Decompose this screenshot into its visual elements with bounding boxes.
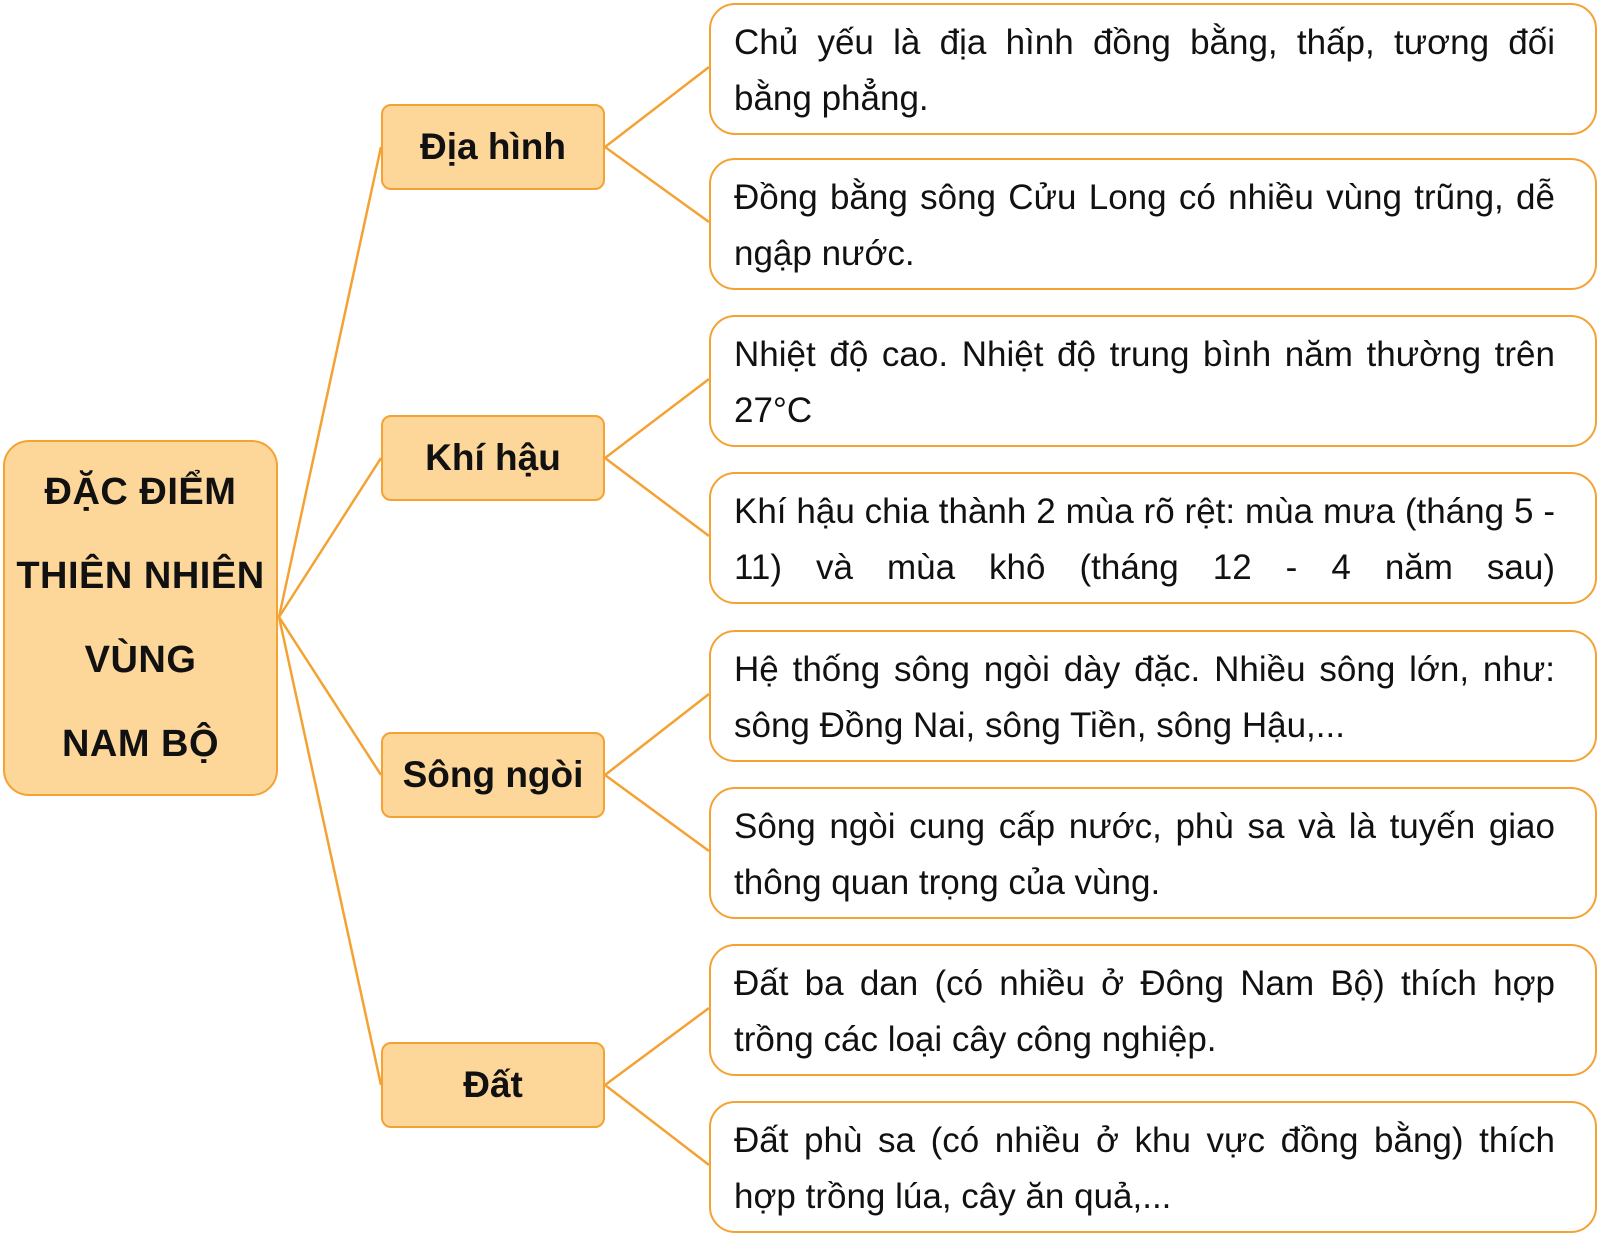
connector-khi-hau-detail-1	[604, 378, 710, 459]
root-node: ĐẶC ĐIỂM THIÊN NHIÊN VÙNG NAM BỘ	[3, 440, 278, 796]
connector-song-ngoi-detail-1	[604, 693, 710, 776]
detail-dia-hinh-1: Chủ yếu là địa hình đồng bằng, thấp, tươ…	[709, 3, 1597, 135]
connector-root-dat	[277, 616, 383, 1086]
detail-song-ngoi-1: Hệ thống sông ngòi dày đặc. Nhiều sông l…	[709, 630, 1597, 762]
connector-dia-hinh-detail-2	[604, 145, 710, 224]
root-title-line: NAM BỘ	[61, 723, 220, 765]
detail-text: Đất ba dan (có nhiều ở Đông Nam Bộ) thíc…	[734, 964, 1555, 1059]
detail-text: Khí hậu chia thành 2 mùa rõ rệt: mùa mưa…	[734, 492, 1555, 587]
category-dat: Đất	[381, 1042, 605, 1128]
connector-song-ngoi-detail-2	[604, 773, 710, 853]
detail-khi-hau-2: Khí hậu chia thành 2 mùa rõ rệt: mùa mưa…	[709, 472, 1597, 604]
detail-dat-2: Đất phù sa (có nhiều ở khu vực đồng bằng…	[709, 1101, 1597, 1233]
root-title-line: THIÊN NHIÊN	[16, 555, 265, 597]
detail-text: Đồng bằng sông Cửu Long có nhiều vùng tr…	[734, 178, 1555, 273]
category-khi-hau: Khí hậu	[381, 415, 605, 501]
category-song-ngoi: Sông ngòi	[381, 732, 605, 818]
connector-dia-hinh-detail-1	[604, 66, 710, 148]
detail-text: Nhiệt độ cao. Nhiệt độ trung bình năm th…	[734, 335, 1555, 430]
detail-text: Sông ngòi cung cấp nước, phù sa và là tu…	[734, 807, 1555, 902]
detail-text: Đất phù sa (có nhiều ở khu vực đồng bằng…	[734, 1121, 1555, 1216]
detail-khi-hau-1: Nhiệt độ cao. Nhiệt độ trung bình năm th…	[709, 315, 1597, 447]
root-title-line: VÙNG	[84, 639, 197, 681]
connector-root-song-ngoi	[277, 616, 383, 776]
detail-dia-hinh-2: Đồng bằng sông Cửu Long có nhiều vùng tr…	[709, 158, 1597, 290]
connector-dat-detail-2	[604, 1084, 710, 1166]
detail-text: Hệ thống sông ngòi dày đặc. Nhiều sông l…	[734, 650, 1555, 745]
root-title-line: ĐẶC ĐIỂM	[44, 471, 237, 513]
connector-root-dia-hinh	[277, 146, 383, 618]
detail-dat-1: Đất ba dan (có nhiều ở Đông Nam Bộ) thíc…	[709, 944, 1597, 1076]
detail-text: Chủ yếu là địa hình đồng bằng, thấp, tươ…	[734, 23, 1555, 118]
root-title: ĐẶC ĐIỂM THIÊN NHIÊN VÙNG NAM BỘ	[16, 450, 264, 786]
category-dia-hinh: Địa hình	[381, 104, 605, 190]
connector-khi-hau-detail-2	[604, 457, 710, 537]
connector-dat-detail-1	[604, 1006, 710, 1087]
connector-root-khi-hau	[277, 457, 383, 618]
detail-song-ngoi-2: Sông ngòi cung cấp nước, phù sa và là tu…	[709, 787, 1597, 919]
